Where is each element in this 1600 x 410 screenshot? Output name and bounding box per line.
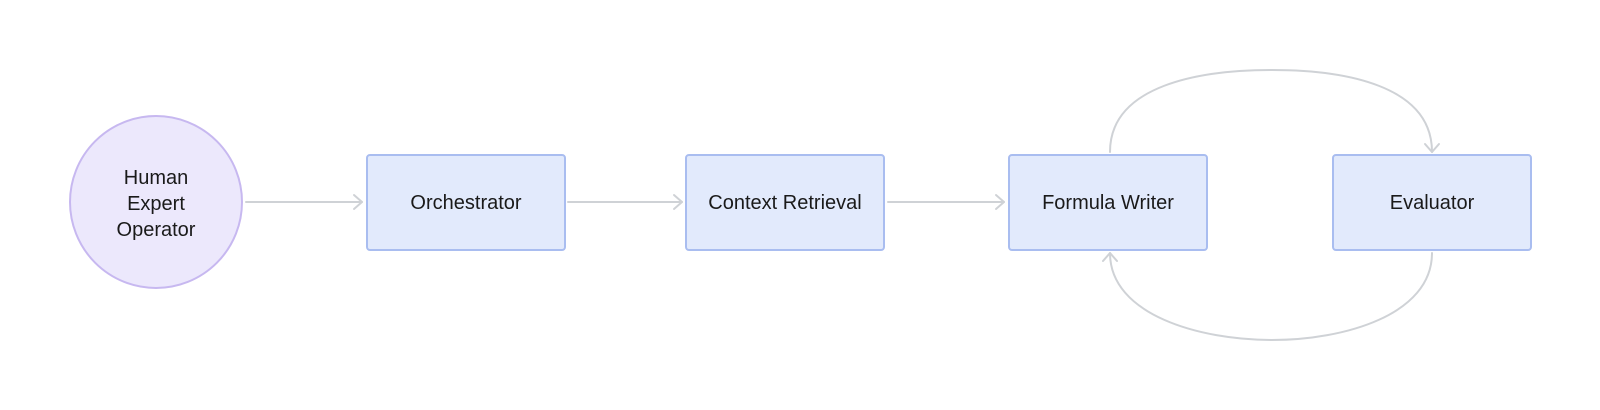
evaluator-node-box	[1332, 154, 1532, 251]
human-node-label-line3: Operator	[117, 219, 196, 241]
node-evaluator: Evaluator	[1332, 154, 1532, 251]
edges	[245, 69, 1440, 341]
human-node-circle	[69, 115, 243, 289]
human-node-label-line1: Human	[124, 167, 188, 189]
formula-writer-node-label: Formula Writer	[1042, 192, 1174, 214]
edge-evaluator-to-formula-writer	[1102, 252, 1433, 341]
edge-human-to-orchestrator	[245, 194, 363, 210]
evaluator-node-label: Evaluator	[1390, 192, 1475, 214]
orchestrator-node-box	[366, 154, 566, 251]
node-formula-writer: Formula Writer	[1008, 154, 1208, 251]
human-node-label-line2: Expert	[127, 193, 185, 215]
node-human-expert-operator: Human Expert Operator	[69, 115, 243, 289]
context-retrieval-node-label: Context Retrieval	[708, 192, 861, 214]
formula-writer-node-box	[1008, 154, 1208, 251]
node-context-retrieval: Context Retrieval	[685, 154, 885, 251]
edge-orchestrator-to-context-retrieval	[567, 194, 683, 210]
node-orchestrator: Orchestrator	[366, 154, 566, 251]
edge-context-retrieval-to-formula-writer	[887, 194, 1005, 210]
orchestrator-node-label: Orchestrator	[410, 192, 521, 214]
context-retrieval-node-box	[685, 154, 885, 251]
edge-formula-writer-to-evaluator	[1109, 69, 1440, 153]
